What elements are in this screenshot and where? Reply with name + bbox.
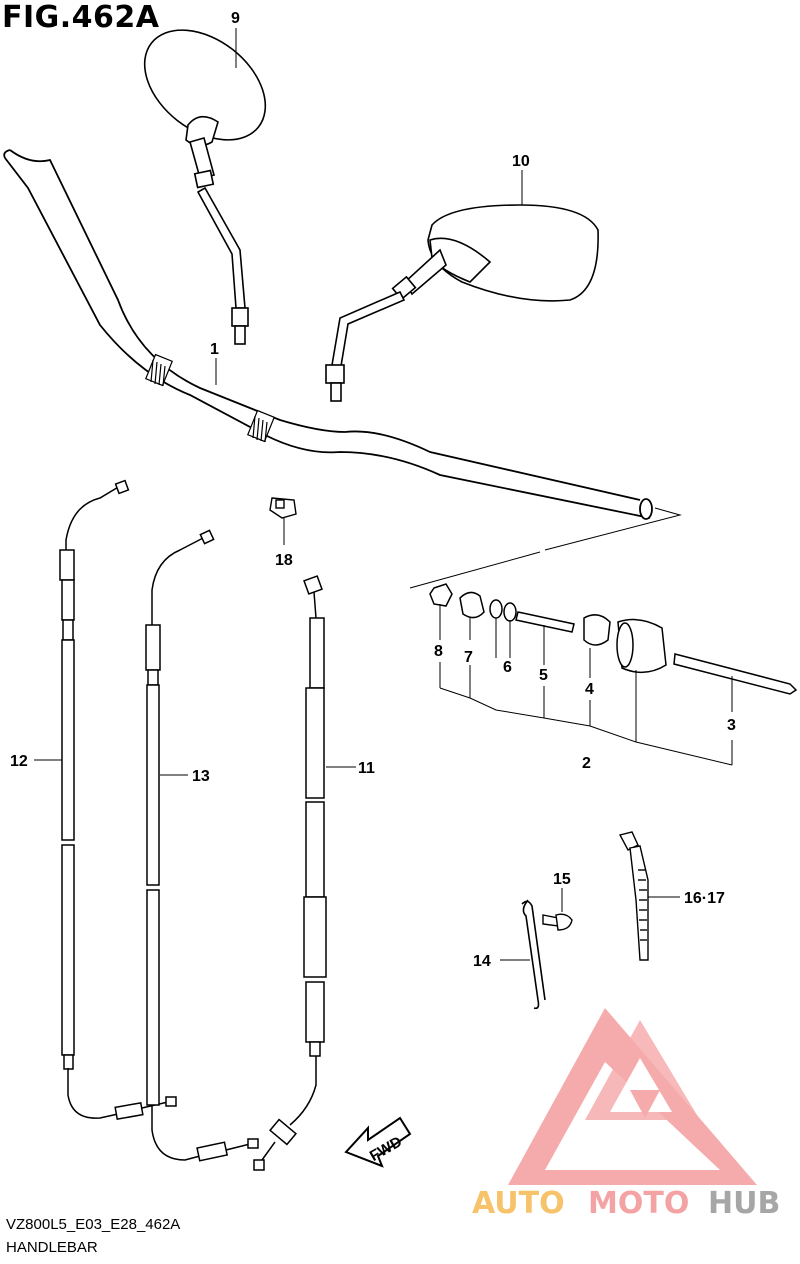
cable-13	[145, 529, 259, 1162]
handlebar-knurling	[145, 353, 275, 443]
cable-12	[59, 479, 177, 1121]
callout-5: 5	[539, 667, 548, 684]
callout-13: 13	[192, 768, 210, 785]
callout-18: 18	[275, 552, 293, 569]
cable-tie-16-17	[618, 831, 649, 961]
handlebar-tube	[3, 149, 653, 520]
left-mirror	[143, 29, 267, 345]
clip-14	[521, 899, 546, 1010]
part-3-bolt	[673, 653, 798, 695]
callout-12: 12	[10, 753, 28, 770]
watermark-hub: HUB	[708, 1186, 780, 1221]
watermark-logo	[508, 1008, 757, 1185]
leader-lines	[34, 28, 733, 961]
exploded-view-lines	[409, 507, 682, 589]
callout-16-17: 16·17	[684, 890, 725, 907]
callout-2: 2	[582, 755, 591, 772]
watermark-auto: AUTO	[472, 1186, 565, 1221]
balancer-assembly	[429, 583, 798, 695]
cable-11	[253, 575, 327, 1171]
section-name: HANDLEBAR	[6, 1239, 98, 1256]
callout-8: 8	[434, 643, 443, 660]
figure-title: FIG.462A	[2, 0, 160, 35]
right-mirror	[325, 204, 599, 402]
callout-15: 15	[553, 871, 571, 888]
part-4-collar	[583, 614, 611, 646]
callout-9: 9	[231, 10, 240, 27]
callout-6: 6	[503, 659, 512, 676]
watermark-moto: MOTO	[588, 1186, 689, 1221]
part-5-rod	[515, 611, 575, 633]
fwd-arrow: FWD	[344, 1116, 412, 1168]
callout-14: 14	[473, 953, 491, 970]
part-6-ring-b	[503, 602, 517, 622]
part-6-ring-a	[489, 599, 503, 619]
bolt-15	[542, 913, 573, 931]
callout-11: 11	[358, 760, 375, 777]
part-8-nut	[429, 583, 453, 607]
callout-7: 7	[464, 649, 473, 666]
part-7-weight	[459, 591, 485, 619]
model-code: VZ800L5_E03_E28_462A	[6, 1216, 181, 1233]
callout-3: 3	[727, 717, 736, 734]
callout-10: 10	[512, 153, 530, 170]
callout-4: 4	[585, 681, 594, 698]
callout-1: 1	[210, 341, 219, 358]
clamp-18	[269, 497, 297, 519]
